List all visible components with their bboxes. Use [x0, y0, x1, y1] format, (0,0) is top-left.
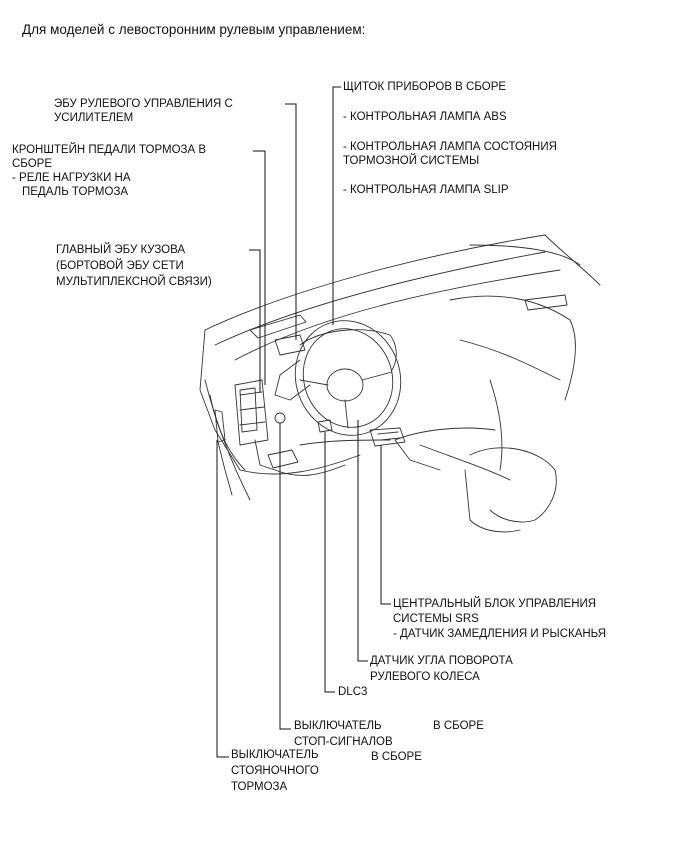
eps-ecu: [274, 334, 306, 356]
srs-unit: [369, 427, 406, 447]
dash-right-top: [544, 234, 601, 286]
glove-box: [489, 379, 503, 471]
label-srs-3: - ДАТЧИК ЗАМЕДЛЕНИЯ И РЫСКАНЬЯ: [393, 628, 607, 640]
dlc3-connector: [317, 419, 333, 433]
label-pedal-relay-1: - РЕЛЕ НАГРУЗКИ НА: [12, 172, 131, 184]
steering-wheel-inner: [302, 328, 394, 428]
armrest: [469, 447, 557, 523]
label-steer-sensor-1: ДАТЧИК УГЛА ПОВОРОТА: [370, 655, 513, 667]
floor-line: [239, 454, 361, 475]
right-vent: [524, 294, 568, 311]
door-pillar: [204, 379, 251, 501]
label-pedal-bracket-1: КРОНШТЕЙН ПЕДАЛИ ТОРМОЗА В: [12, 144, 207, 156]
parking-brake-cable: [217, 441, 233, 496]
leader-dlc3: [324, 432, 335, 693]
brake-bracket: [234, 379, 269, 446]
label-pedal-bracket-2: СБОРЕ: [12, 158, 53, 170]
leader-pedal-bracket: [253, 150, 266, 385]
parking-brake: [214, 409, 226, 443]
label-srs-1: ЦЕНТРАЛЬНЫЙ БЛОК УПРАВЛЕНИЯ: [393, 598, 597, 610]
label-stop-switch-2: СТОП-СИГНАЛОВ: [294, 736, 393, 748]
srs-unit-detail: [377, 431, 401, 441]
label-stop-switch-assy-a: В СБОРЕ: [433, 720, 484, 732]
steering-spoke-down: [344, 399, 349, 429]
leader-srs: [380, 445, 391, 605]
body-ecu: [239, 387, 258, 433]
passenger-dash: [449, 295, 576, 401]
label-body-ecu-3: МУЛЬТИПЛЕКСНОЙ СВЯЗИ): [56, 276, 212, 288]
leader-instrument-cluster: [332, 86, 341, 325]
leader-eps-ecu: [285, 103, 297, 340]
center-console-top: [394, 427, 496, 441]
label-eps-ecu-1: ЭБУ РУЛЕВОГО УПРАВЛЕНИЯ С: [54, 98, 233, 110]
steering-spoke-right: [361, 371, 393, 381]
stop-switch: [274, 412, 286, 424]
label-slip-lamp: - КОНТРОЛЬНАЯ ЛАМПА SLIP: [343, 184, 509, 196]
label-srs-2: СИСТЕМЫ SRS: [393, 613, 479, 625]
label-body-ecu-1: ГЛАВНЫЙ ЭБУ КУЗОВА: [56, 244, 186, 256]
label-park-switch-1: ВЫКЛЮЧАТЕЛЬ: [231, 749, 319, 761]
cluster-hood: [299, 329, 397, 371]
label-brake-lamp-2: ТОРМОЗНОЙ СИСТЕМЫ: [343, 155, 480, 167]
steering-spoke-left: [299, 379, 329, 386]
label-steer-sensor-2: РУЛЕВОГО КОЛЕСА: [370, 671, 480, 683]
label-instrument-cluster: ЩИТОК ПРИБОРОВ В СБОРЕ: [343, 81, 507, 93]
passenger-dash-lower: [459, 339, 561, 381]
label-pedal-relay-2: ПЕДАЛЬ ТОРМОЗА: [22, 186, 129, 198]
steering-wheel-outer: [294, 320, 402, 436]
steering-column: [274, 359, 311, 401]
page-title: Для моделей с левосторонним рулевым упра…: [22, 22, 366, 37]
dash-vent: [249, 314, 307, 339]
lower-dash: [299, 439, 391, 446]
label-dlc3: DLC3: [338, 686, 368, 698]
label-abs-lamp: - КОНТРОЛЬНАЯ ЛАМПА ABS: [343, 111, 507, 123]
dash-upper-surface: [234, 269, 561, 361]
pedal-pad: [267, 449, 299, 469]
label-brake-lamp-1: - КОНТРОЛЬНАЯ ЛАМПА СОСТОЯНИЯ: [343, 141, 557, 153]
label-eps-ecu-2: УСИЛИТЕЛЕМ: [54, 112, 134, 124]
leader-steer-sensor: [357, 420, 368, 662]
label-park-switch-3: ТОРМОЗА: [231, 781, 288, 793]
label-stop-switch-1: ВЫКЛЮЧАТЕЛЬ: [294, 720, 382, 732]
center-console-body: [419, 444, 511, 481]
leader-stop-switch: [279, 423, 291, 730]
windshield-edge: [469, 244, 581, 266]
console-front: [394, 439, 441, 471]
pedal-arm: [254, 439, 276, 471]
label-park-switch-2: СТОЯНОЧНОГО: [231, 765, 319, 777]
label-body-ecu-2: (БОРТОВОЙ ЭБУ СЕТИ: [56, 260, 184, 272]
left-kick-panel: [209, 394, 246, 471]
label-stop-switch-assy-b: В СБОРЕ: [371, 751, 422, 763]
steering-hub: [326, 368, 364, 402]
dash-top-outline: [204, 234, 546, 331]
brake-bracket-detail: [239, 391, 266, 426]
knee-panel: [274, 464, 346, 476]
leader-park-switch: [216, 440, 229, 758]
leader-body-ecu: [249, 249, 261, 392]
console-side: [464, 469, 521, 533]
